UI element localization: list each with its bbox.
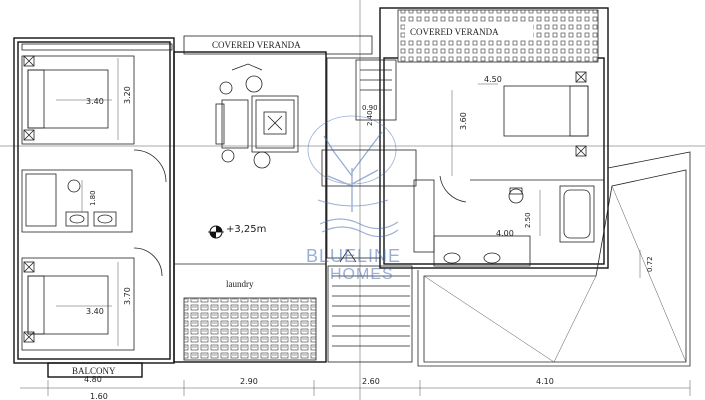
bathroom-right-height: 2.50 (524, 212, 532, 228)
veranda-left-label: COVERED VERANDA (212, 40, 301, 50)
roof-height: 0.72 (646, 256, 654, 272)
dim-bottom-3: 2.60 (362, 377, 380, 386)
watermark-line2: HOMES (330, 266, 394, 283)
bedroom-3-width: 4.50 (484, 75, 502, 84)
level-marker-icon (208, 225, 224, 239)
dim-bottom-4: 4.10 (536, 377, 554, 386)
level-label: +3,25m (226, 224, 266, 235)
bedroom-2: 3.40 3.70 (21, 247, 163, 351)
bathroom-right-width: 4.00 (496, 229, 514, 238)
bathroom-right: 2.50 4.00 (433, 185, 595, 267)
veranda-right-label: COVERED VERANDA (410, 27, 499, 37)
bedroom-1-height: 3.20 (123, 86, 132, 104)
bathroom-left-dim: 1.80 (89, 190, 97, 206)
dim-bottom-2: 2.90 (240, 377, 258, 386)
balcony-label: BALCONY (72, 366, 116, 376)
roof: 0.72 (417, 151, 691, 367)
watermark-line1: BLUELINE (306, 246, 401, 266)
bedroom-2-width: 3.40 (86, 307, 104, 316)
bedroom-2-height: 3.70 (123, 287, 132, 305)
dim-bottom-5: 1.60 (90, 392, 108, 400)
bedroom-3-height: 3.60 (459, 112, 468, 130)
dim-bottom-1: 4.80 (84, 375, 102, 384)
living-area: +3,25m laundry (174, 63, 326, 289)
veranda-left: COVERED VERANDA (21, 40, 301, 51)
laundry-tiles (183, 297, 317, 361)
veranda-right: COVERED VERANDA (397, 9, 599, 63)
staircase: 0.90 2.40 (321, 59, 467, 363)
stair-dim-b: 2.40 (366, 110, 374, 126)
bedroom-1: 3.40 3.20 (21, 55, 135, 145)
bedroom-3: 4.50 3.60 (451, 71, 604, 181)
balcony: BALCONY (47, 362, 143, 378)
bedroom-1-width: 3.40 (86, 97, 104, 106)
tree-logo-icon (307, 115, 399, 238)
bottom-dimensions: 4.80 2.90 2.60 4.10 1.60 (20, 375, 691, 400)
blueline-watermark: BLUELINE HOMES (306, 115, 401, 283)
laundry-label: laundry (226, 279, 254, 289)
stair-dim-a: 0.90 (362, 104, 378, 112)
bathroom-left: 1.80 (21, 149, 167, 233)
